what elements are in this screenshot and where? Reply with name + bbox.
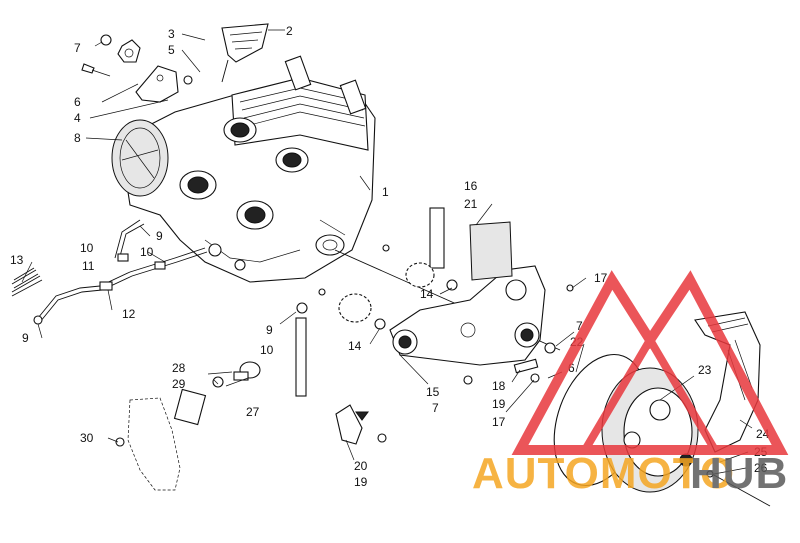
callout-7: 7 [432, 401, 439, 415]
callout-2: 2 [286, 24, 293, 38]
callout-16: 16 [464, 179, 478, 193]
watermark-logo: AUTOMOTO HUB [472, 270, 789, 498]
callout-19: 19 [354, 475, 368, 489]
callout-6: 6 [568, 361, 575, 375]
callout-19: 19 [492, 397, 506, 411]
callout-9: 9 [156, 229, 163, 243]
watermark-word-gray: HUB [690, 449, 788, 498]
bracket-parts-top [81, 34, 193, 103]
callout-7: 7 [74, 41, 81, 55]
callout-26: 26 [754, 461, 768, 475]
callout-13: 13 [10, 253, 24, 267]
callout-12: 12 [122, 307, 136, 321]
callout-23: 23 [698, 363, 712, 377]
callout-3: 3 [168, 27, 175, 41]
callout-14: 14 [348, 339, 362, 353]
callout-10: 10 [140, 245, 154, 259]
callout-20: 20 [354, 459, 368, 473]
callout-18: 18 [492, 379, 506, 393]
callout-9: 9 [22, 331, 29, 345]
callout-11: 11 [82, 259, 95, 273]
leader-lines [21, 29, 753, 475]
callout-1: 1 [382, 185, 389, 199]
head-cover [221, 23, 269, 83]
callout-10: 10 [260, 343, 274, 357]
callout-30: 30 [80, 431, 94, 445]
callout-6: 6 [74, 95, 81, 109]
mount-parts-bottom [115, 361, 261, 491]
hose-assembly [11, 219, 308, 397]
callout-labels: 1 2 3 4 5 6 6 7 7 7 8 9 9 9 10 10 10 11 … [10, 24, 770, 489]
callout-21: 21 [464, 197, 478, 211]
callout-27: 27 [246, 405, 260, 419]
callout-28: 28 [172, 361, 186, 375]
watermark-triangle-icon [511, 270, 789, 455]
callout-14: 14 [420, 287, 434, 301]
callout-8: 8 [74, 131, 81, 145]
callout-17: 17 [594, 271, 608, 285]
watermark-word-orange: AUTOMOTO [472, 449, 735, 498]
callout-15: 15 [426, 385, 440, 399]
callout-5: 5 [168, 43, 175, 57]
small-bracket [335, 404, 387, 445]
callout-17: 17 [492, 415, 506, 429]
engine-assembly [111, 55, 561, 351]
callout-9: 9 [266, 323, 273, 337]
callout-10: 10 [80, 241, 94, 255]
engine-mount-plate [318, 207, 574, 385]
callout-4: 4 [74, 111, 81, 125]
callout-29: 29 [172, 377, 186, 391]
callout-7: 7 [576, 319, 583, 333]
